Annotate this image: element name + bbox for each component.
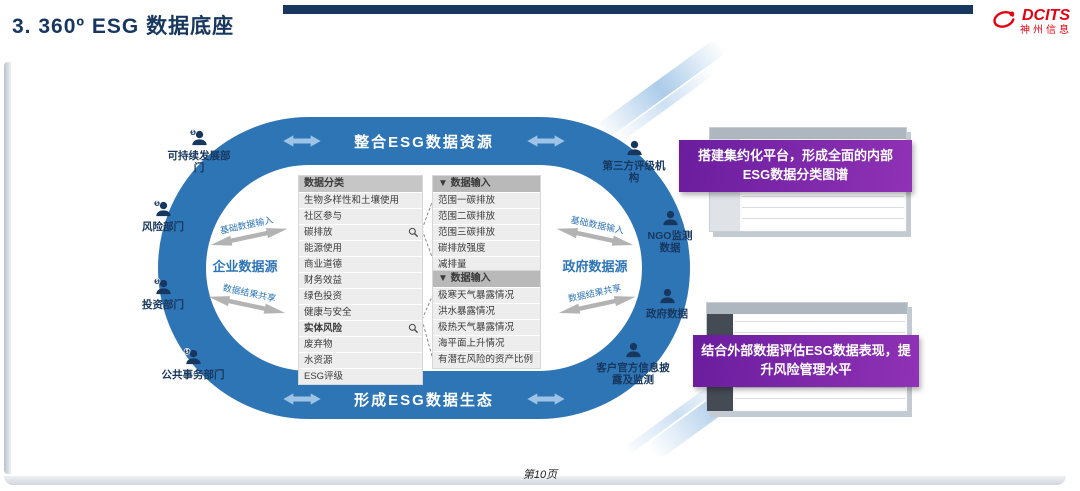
table-row: 海平面上升情况: [433, 335, 540, 351]
thumbnail-header: [707, 303, 907, 314]
table-header: ▼ 数据输入: [433, 271, 540, 287]
node-investment-dept: $ 投资部门: [139, 277, 187, 311]
arrow-government-input: 基础数据输入: [551, 211, 642, 252]
node-customer-disclosure: 客户官方信息披露及监测: [593, 340, 673, 386]
arrow-enterprise-share: 数据结果共享: [203, 279, 294, 320]
banner-label: 形成ESG数据生态: [354, 391, 494, 409]
table-row: 碳排放: [299, 224, 422, 240]
table-row: 范围二碳排放: [433, 208, 540, 224]
person-dollar-icon: $: [183, 348, 201, 365]
table-row: 财务效益: [299, 272, 422, 288]
table-row: 范围三碳排放: [433, 224, 540, 240]
page-title: 3. 360º ESG 数据底座: [12, 15, 235, 38]
table-row: 水资源: [299, 352, 422, 368]
banner-form-esg-ecosystem: 形成ESG数据生态: [272, 384, 576, 414]
table-row: 洪水暴露情况: [433, 303, 540, 319]
svg-text:$: $: [191, 130, 194, 136]
person-icon: [662, 210, 678, 226]
person-dollar-icon: $: [189, 129, 207, 146]
frame-bottom-edge: [4, 476, 1066, 485]
table-row: 减排量: [433, 256, 540, 272]
table-header: ▼ 数据输入: [433, 176, 540, 192]
person-icon: [659, 288, 675, 304]
table-row: 极热天气暴露情况: [433, 319, 540, 335]
node-label: 投资部门: [142, 299, 184, 311]
table-row: 生物多样性和土壤使用: [299, 192, 422, 208]
svg-text:$: $: [155, 279, 158, 285]
table-row: ESG评级: [299, 368, 422, 384]
dcits-swoosh-icon: [993, 10, 1015, 28]
person-icon: [625, 342, 641, 358]
government-data-source-label: 政府数据源: [562, 259, 628, 274]
double-arrow-icon: [208, 296, 286, 314]
node-label: 第三方评级机构: [602, 160, 666, 185]
table-row: 绿色投资: [299, 288, 422, 304]
header-accent-bar: [283, 5, 973, 14]
callout-external-evaluation: 结合外部数据评估ESG数据表现，提升风险管理水平: [693, 335, 919, 387]
banner-label: 整合ESG数据资源: [354, 133, 494, 151]
company-logo: DCITS 神州信息: [992, 7, 1072, 37]
table-row: 范围一碳排放: [433, 192, 540, 208]
data-input-table-carbon: ▼ 数据输入 范围一碳排放 范围二碳排放 范围三碳排放 碳排放强度 减排量: [433, 176, 540, 272]
table-row: 极寒天气暴露情况: [433, 287, 540, 303]
double-arrow-icon: [527, 393, 565, 405]
table-row: 能源使用: [299, 240, 422, 256]
thumbnail-header: [710, 128, 906, 139]
magnifier-icon: [408, 227, 419, 238]
node-label: 风险部门: [142, 221, 184, 233]
table-row: 商业道德: [299, 256, 422, 272]
double-arrow-icon: [283, 135, 321, 147]
node-label: 客户官方信息披露及监测: [596, 362, 670, 387]
logo-name: 神州信息: [1020, 25, 1072, 36]
arrow-government-share: 数据结果共享: [551, 279, 642, 320]
double-arrow-icon: [558, 296, 636, 314]
swoosh-decoration: [595, 37, 727, 141]
person-dollar-icon: $: [153, 278, 171, 295]
dashed-connectors: [421, 199, 434, 361]
table-row: 社区参与: [299, 208, 422, 224]
logo-brand: DCITS: [1022, 7, 1070, 24]
table-header: 数据分类: [299, 176, 422, 192]
table-row: 有潜在风险的资产比例: [433, 351, 540, 368]
node-government-data: 政府数据: [645, 286, 689, 320]
node-label: 公共事务部门: [161, 369, 225, 381]
table-row: 健康与安全: [299, 304, 422, 320]
svg-text:$: $: [155, 201, 158, 207]
node-third-party-rating: 第三方评级机构: [601, 138, 667, 184]
node-public-affairs-dept: $ 公共事务部门: [160, 347, 226, 381]
node-ngo-monitor-data: NGO监测数据: [647, 208, 693, 254]
person-dollar-icon: $: [153, 200, 171, 217]
double-arrow-icon: [556, 228, 634, 246]
node-sustainability-dept: $ 可持续发展部门: [166, 128, 232, 174]
node-label: 可持续发展部门: [167, 150, 231, 175]
node-label: 政府数据: [646, 308, 688, 320]
table-row: 实体风险: [299, 320, 422, 336]
double-arrow-icon: [283, 393, 321, 405]
data-input-table-physical-risk: ▼ 数据输入 极寒天气暴露情况 洪水暴露情况 极热天气暴露情况 海平面上升情况 …: [433, 271, 540, 368]
callout-internal-platform: 搭建集约化平台，形成全面的内部ESG数据分类图谱: [679, 140, 912, 192]
arrow-enterprise-input: 基础数据输入: [203, 211, 294, 252]
frame-left-edge: [4, 62, 11, 474]
table-row: 废弃物: [299, 336, 422, 352]
data-category-table: 数据分类 生物多样性和土壤使用 社区参与 碳排放 能源使用 商业道德 财务效益 …: [299, 176, 422, 384]
enterprise-data-source-label: 企业数据源: [212, 259, 278, 274]
magnifier-icon: [408, 323, 419, 334]
page-number: 第10页: [522, 469, 558, 481]
banner-integrate-esg-data: 整合ESG数据资源: [272, 126, 576, 156]
double-arrow-icon: [210, 228, 288, 246]
node-risk-dept: $ 风险部门: [139, 199, 187, 233]
table-row: 碳排放强度: [433, 240, 540, 256]
node-label: NGO监测数据: [647, 230, 693, 255]
svg-text:$: $: [185, 349, 188, 355]
person-icon: [626, 140, 642, 156]
double-arrow-icon: [527, 135, 565, 147]
